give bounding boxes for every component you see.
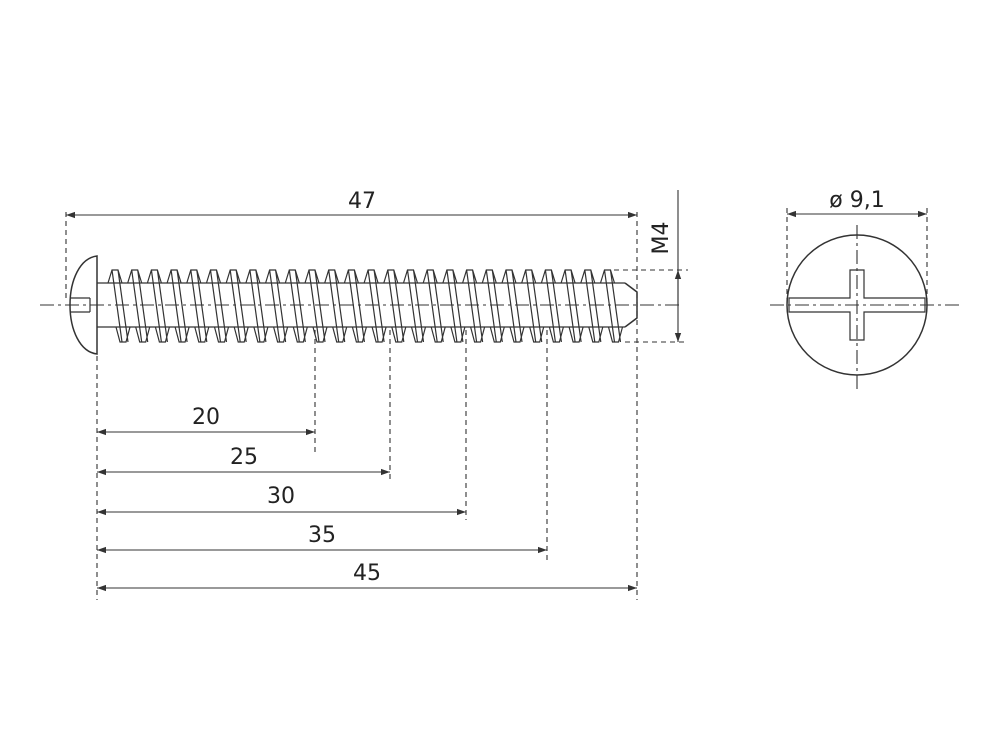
thread-length-dimensions: 20 25 30 35 45 [97,330,637,592]
thread-crest [245,269,269,343]
dimension-thread-size: M4 [649,222,674,255]
thread-crest [284,269,308,343]
thread-crest [501,269,525,343]
thread-crest [304,269,328,343]
thread-crest [343,269,367,343]
thread-crest [442,269,466,343]
screw-head [69,255,98,355]
dimension-overall-length: 47 [348,189,376,214]
thread-crest [462,269,486,343]
thread-crest [422,269,446,343]
thread-crest [146,269,170,343]
head-end-view [786,234,928,376]
dimension-length-30: 30 [267,484,295,509]
screw-thread [107,269,624,343]
thread-crest [324,269,348,343]
thread-crest [363,269,387,343]
dimension-length-35: 35 [308,523,336,548]
thread-crest [383,269,407,343]
thread-crest [402,269,427,343]
thread-crest [265,269,289,343]
thread-crest [560,269,584,343]
phillips-recess-icon [788,269,926,341]
thread-crest [599,269,624,343]
thread-crest [225,269,249,343]
dimension-head-diameter: ø 9,1 [829,188,884,213]
dimension-length-25: 25 [230,445,258,470]
thread-crest [107,269,131,343]
dimension-length-20: 20 [192,405,220,430]
thread-crest [521,269,545,343]
thread-crest [127,269,151,343]
dimension-length-45: 45 [353,561,381,586]
thread-crest [166,269,190,343]
thread-crest [186,269,210,343]
thread-crest [580,269,604,343]
thread-crest [481,269,505,343]
thread-crest [205,269,230,343]
thread-crest [540,269,564,343]
